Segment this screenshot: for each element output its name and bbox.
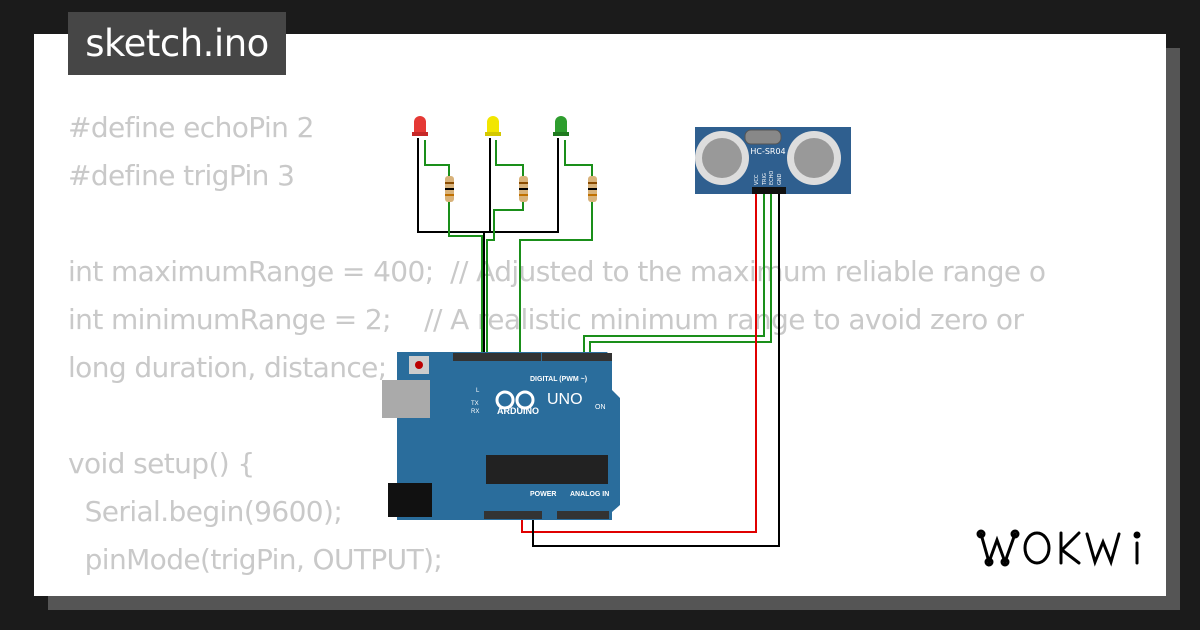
on-label: ON bbox=[595, 404, 606, 411]
sensor-pin-trig-label: TRIG bbox=[762, 173, 768, 186]
arduino-uno-board[interactable]: DIGITAL (PWM ~) ARDUINO UNO ON L TX RX P… bbox=[382, 352, 620, 520]
digital-label: DIGITAL (PWM ~) bbox=[530, 376, 587, 383]
power-label: POWER bbox=[530, 491, 556, 498]
code-line: pinMode(trigPin, OUTPUT); bbox=[68, 543, 443, 576]
wire-yellow-resistor bbox=[486, 140, 524, 352]
wire-green-resistor bbox=[519, 140, 593, 352]
sensor-model-label: HC-SR04 bbox=[750, 147, 785, 156]
led-yellow[interactable] bbox=[485, 116, 501, 136]
wire-vcc bbox=[521, 194, 757, 533]
usb-port bbox=[382, 380, 430, 418]
sensor-pin-vcc-label: VCC bbox=[754, 174, 760, 185]
hc-sr04-sensor[interactable]: HC-SR04 VCC TRIG ECHO GND bbox=[695, 127, 851, 194]
power-jack bbox=[388, 483, 432, 517]
arduino-logo-icon bbox=[495, 390, 535, 410]
code-preview: #define echoPin 2 #define trigPin 3 int ma… bbox=[68, 104, 1132, 596]
wire-led-red-ground bbox=[417, 138, 485, 352]
wire-trig bbox=[583, 194, 765, 352]
wire-gnd bbox=[532, 194, 780, 547]
resistor-2[interactable] bbox=[519, 176, 528, 202]
code-line: void setup() { bbox=[68, 447, 255, 480]
rx-label: RX bbox=[471, 409, 479, 415]
resistor-1[interactable] bbox=[445, 176, 454, 202]
code-line: int maximumRange = 400; // Adjusted to t… bbox=[68, 255, 1046, 288]
wire-red-resistor bbox=[424, 140, 483, 352]
code-line: int minimumRange = 2; // A realistic min… bbox=[68, 303, 1024, 336]
model-label: UNO bbox=[547, 391, 583, 408]
microcontroller-chip bbox=[486, 455, 608, 484]
led-red[interactable] bbox=[412, 116, 428, 136]
wokwi-logo bbox=[976, 529, 1141, 567]
code-line: long duration, distance; bbox=[68, 351, 387, 384]
code-line: Serial.begin(9600); bbox=[68, 495, 343, 528]
analog-label: ANALOG IN bbox=[570, 491, 609, 498]
l-label: L bbox=[476, 388, 480, 394]
tx-label: TX bbox=[471, 401, 479, 407]
led-green[interactable] bbox=[553, 116, 569, 136]
sensor-pin-gnd-label: GND bbox=[777, 173, 783, 185]
code-line: #define trigPin 3 bbox=[68, 159, 295, 192]
code-line: pinMode(echoPin, INPUT); bbox=[68, 584, 1132, 596]
code-card: #define echoPin 2 #define trigPin 3 int ma… bbox=[34, 34, 1166, 596]
file-tab: sketch.ino bbox=[68, 12, 286, 75]
wire-echo bbox=[589, 194, 772, 352]
resistor-3[interactable] bbox=[588, 176, 597, 202]
wire-led-green-ground bbox=[484, 138, 559, 233]
code-line: #define echoPin 2 bbox=[68, 111, 314, 144]
sensor-pin-echo-label: ECHO bbox=[769, 171, 775, 185]
brand-label: ARDUINO bbox=[497, 406, 539, 416]
